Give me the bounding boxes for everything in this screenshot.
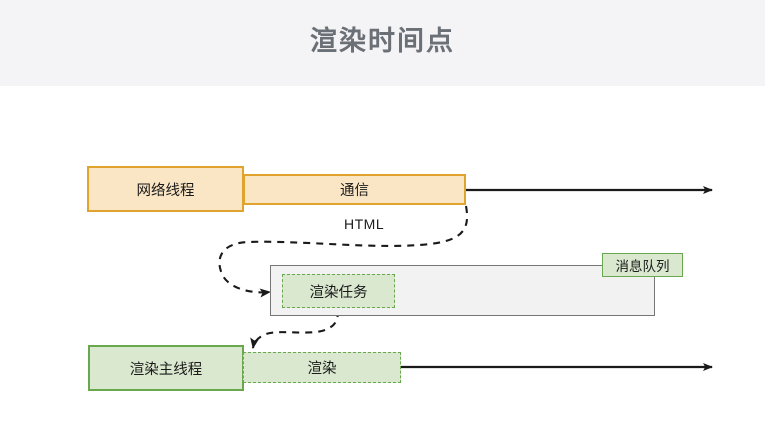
message-queue-label: 消息队列 <box>615 259 670 274</box>
render-main-thread-box[interactable]: 渲染主线程 <box>88 345 244 391</box>
render-main-thread-label: 渲染主线程 <box>129 361 203 378</box>
communication-box[interactable]: 通信 <box>243 174 466 205</box>
network-thread-label: 网络线程 <box>136 182 195 199</box>
page-title: 渲染时间点 <box>310 26 455 56</box>
render-task-box[interactable]: 渲染任务 <box>282 274 395 308</box>
render-label: 渲染 <box>307 361 337 377</box>
communication-label: 通信 <box>340 183 369 199</box>
network-thread-box[interactable]: 网络线程 <box>87 166 244 212</box>
render-task-label: 渲染任务 <box>309 284 368 301</box>
html-edge-label: HTML <box>344 216 385 232</box>
header-band <box>0 0 765 86</box>
message-queue-label-box[interactable]: 消息队列 <box>602 253 683 277</box>
render-box[interactable]: 渲染 <box>243 352 401 383</box>
